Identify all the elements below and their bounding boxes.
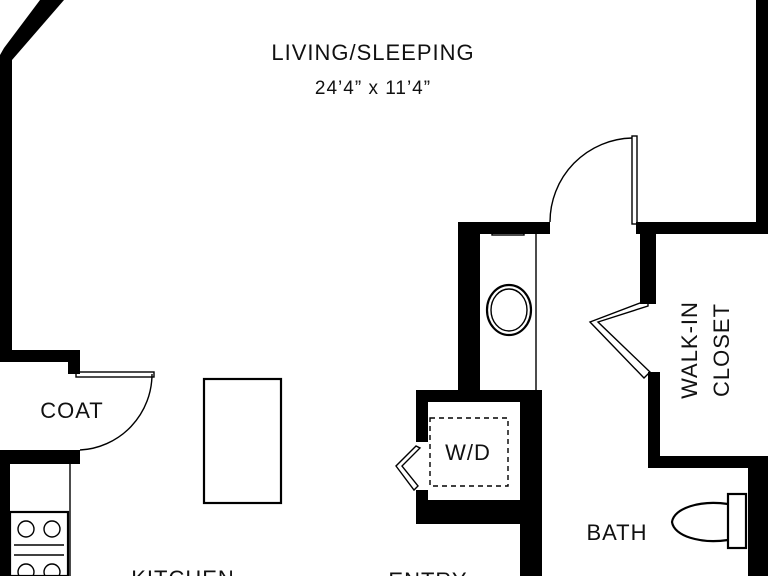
bath-door-swing <box>549 137 633 223</box>
kitchen-label: KITCHEN <box>131 566 235 576</box>
shower-head-fixture <box>491 227 525 236</box>
bath-label: BATH <box>586 520 647 545</box>
coat-door-leaf <box>75 371 155 378</box>
washer-dryer-outline <box>429 417 509 487</box>
kitchen-island <box>202 377 283 505</box>
walk-in-closet-label: WALK-IN CLOSET <box>677 301 734 399</box>
coat-bottom-wall <box>0 450 80 464</box>
range-stove <box>8 510 70 576</box>
coat-closet-label: COAT <box>40 398 103 423</box>
right-exterior-wall-lower <box>748 464 768 576</box>
left-exterior-wall-lower <box>0 450 10 576</box>
entry-label: ENTRY <box>388 568 467 576</box>
closet-door-leaf <box>588 298 651 379</box>
bath-sink <box>485 283 533 337</box>
living-room-label: LIVING/SLEEPING <box>271 40 474 65</box>
bath-sink-inner <box>490 288 528 332</box>
closet-left-wall-upper <box>640 222 656 304</box>
left-exterior-wall-upper <box>0 60 12 360</box>
toilet <box>670 492 748 550</box>
living-room-dimensions: 24’4” x 11’4” <box>315 78 431 99</box>
wd-bifold-door <box>395 445 422 492</box>
coat-right-wall-stub-top <box>68 350 80 374</box>
coat-door-swing <box>79 373 153 451</box>
bath-door-leaf <box>631 135 638 225</box>
closet-bottom-wall <box>648 456 768 468</box>
wd-bottom-wall <box>416 500 526 524</box>
walk-in-closet-label-line1: WALK-IN <box>677 301 702 399</box>
top-left-diagonal-wall <box>0 0 64 66</box>
coat-closet-walls <box>0 350 155 464</box>
walk-in-closet-label-line2: CLOSET <box>709 303 734 397</box>
shower-left-wall <box>458 222 480 402</box>
wd-left-wall-lower <box>416 490 428 524</box>
closet-left-wall-lower <box>648 372 660 468</box>
right-exterior-wall <box>756 0 768 232</box>
entry-right-wall <box>520 390 542 576</box>
bath-top-wall-right <box>636 222 768 234</box>
interior-walls <box>416 222 768 576</box>
washer-dryer-label: W/D <box>445 440 491 465</box>
wd-left-wall <box>416 390 428 442</box>
wd-top-wall <box>416 390 542 402</box>
coat-top-wall <box>0 350 80 362</box>
